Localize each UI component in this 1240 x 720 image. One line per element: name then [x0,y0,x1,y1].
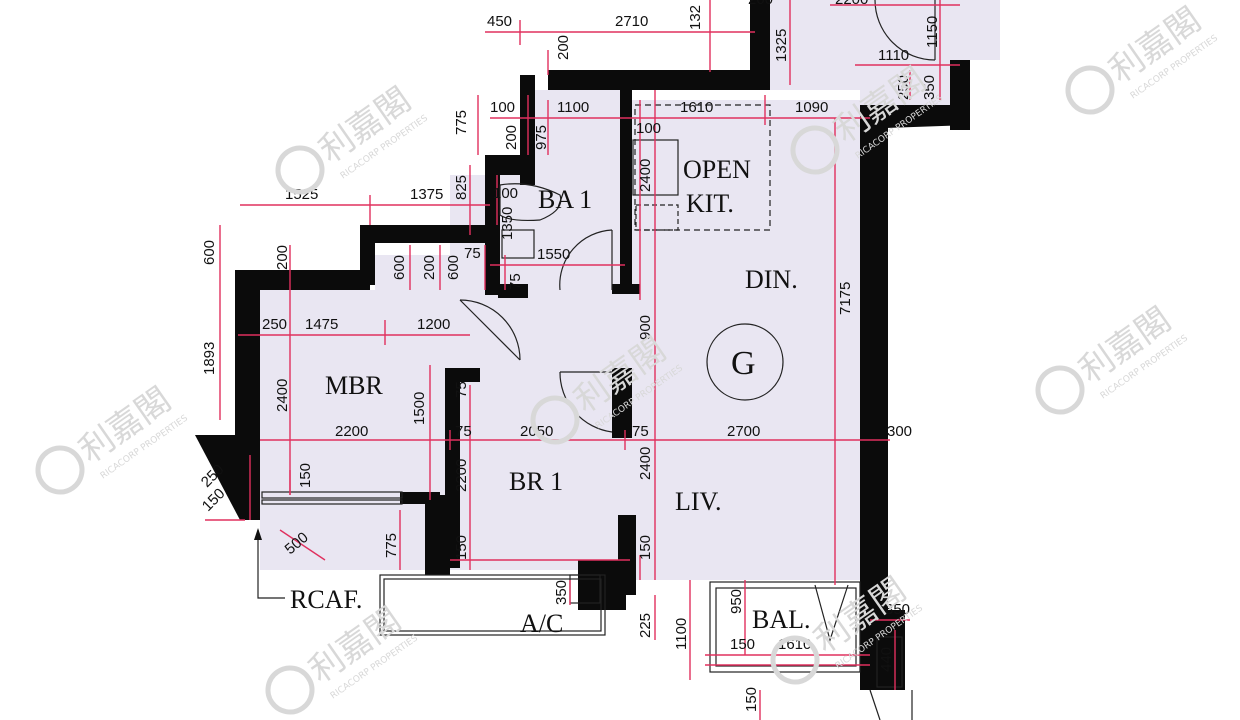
dim-label: 1150 [924,16,941,48]
room-label-liv: LIV. [675,487,721,516]
dim-label: 250 [895,75,912,100]
dim-label: 2200 [835,0,868,8]
watermark: 利嘉閣 RICACORP PROPERTIES [1065,0,1220,115]
dim-label: 200 [555,35,572,60]
dim-label: 950 [728,589,745,614]
dim-label: 2710 [615,13,648,30]
dim-label: 1893 [201,342,218,375]
watermark-logo-icon [530,395,580,445]
dim-label: 1350 [499,207,516,240]
dim-label: 350 [921,75,938,100]
dim-label: 250 [262,316,287,333]
fixtures [254,0,936,720]
dim-label: 200 [274,245,291,270]
dim-label: 600 [391,255,408,280]
watermark-logo-icon [35,445,85,495]
dim-label: 200 [421,255,438,280]
floor-area [255,0,1000,690]
watermark-logo-icon [770,635,820,685]
watermark-logo-icon [790,125,840,175]
watermark-logo-icon [1065,65,1115,115]
dim-label: 225 [637,613,654,638]
dim-label: 132 [687,5,704,30]
dim-label: 2400 [637,159,654,192]
dim-label: 775 [383,533,400,558]
dim-label: 350 [553,580,570,605]
dim-label: 450 [487,13,512,30]
room-label-bal: BAL. [752,605,811,634]
watermark-logo-icon [1035,365,1085,415]
dim-label: 300 [887,423,912,440]
watermark: 利嘉閣 RICACORP PROPERTIES [35,380,190,495]
dim-label: 1610 [680,99,713,116]
dim-label: 7175 [837,282,854,315]
room-label-rcaf: RCAF. [290,585,362,614]
dim-label: 75 [507,273,524,290]
dim-label: 1110 [878,47,909,64]
dim-label: 1200 [417,316,450,333]
dim-label: 440 [878,647,895,672]
room-labels: BA 1 OPEN KIT. DIN. MBR BR 1 LIV. BAL. A… [290,155,811,638]
room-label-ac: A/C [520,609,563,638]
dim-label: 2700 [727,423,760,440]
dim-label: 975 [533,125,550,150]
dim-label: 2400 [637,447,654,480]
dim-label: 150 [453,535,470,560]
room-label-br1: BR 1 [509,467,563,496]
g-mark: G [731,345,756,382]
dim-label: 75 [464,245,481,262]
dim-label: 2200 [335,423,368,440]
dim-label: 1325 [773,29,790,62]
dim-label: 75 [632,423,649,440]
dim-label: 150 [743,687,760,712]
room-label-ba1: BA 1 [538,185,592,214]
room-label-din: DIN. [745,265,798,294]
dim-label: 200 [503,125,520,150]
dimension-lines [205,0,960,720]
dim-label: 2400 [274,379,291,412]
dim-label: 600 [445,255,462,280]
dim-label: 600 [201,240,218,265]
dim-label: 1100 [673,618,690,650]
dim-label: 1375 [410,186,443,203]
dim-label: 1100 [557,99,589,116]
dimension-labels: 450 2710 132 200 2200 1150 1325 1110 250… [198,0,941,712]
dim-label: 100 [493,185,518,202]
dim-label: 75 [453,381,470,398]
dim-label: 100 [490,99,515,116]
dim-label: 1475 [305,316,338,333]
dim-label: 150 [297,463,314,488]
room-label-open-kit: OPEN [683,155,751,184]
dim-label: 150 [730,636,755,653]
dim-label: 350 [885,601,910,618]
watermark-logo-icon [275,145,325,195]
room-label-mbr: MBR [325,371,383,400]
dim-label: 75 [455,423,472,440]
dim-label: 1550 [537,246,570,263]
dim-label: 775 [453,110,470,135]
dim-label: 1090 [795,99,828,116]
dim-label: 825 [453,175,470,200]
watermark: 利嘉閣 RICACORP PROPERTIES [275,80,430,195]
room-label-open-kit-2: KIT. [686,189,734,218]
watermark: 利嘉閣 RICACORP PROPERTIES [1035,300,1190,415]
dim-label: 150 [637,535,654,560]
dim-label: 2200 [453,459,470,492]
dim-label: 100 [636,120,661,137]
dim-label: 900 [637,315,654,340]
watermark-logo-icon [265,665,315,715]
dim-label: 200 [748,0,773,8]
dim-label: 1500 [411,392,428,425]
